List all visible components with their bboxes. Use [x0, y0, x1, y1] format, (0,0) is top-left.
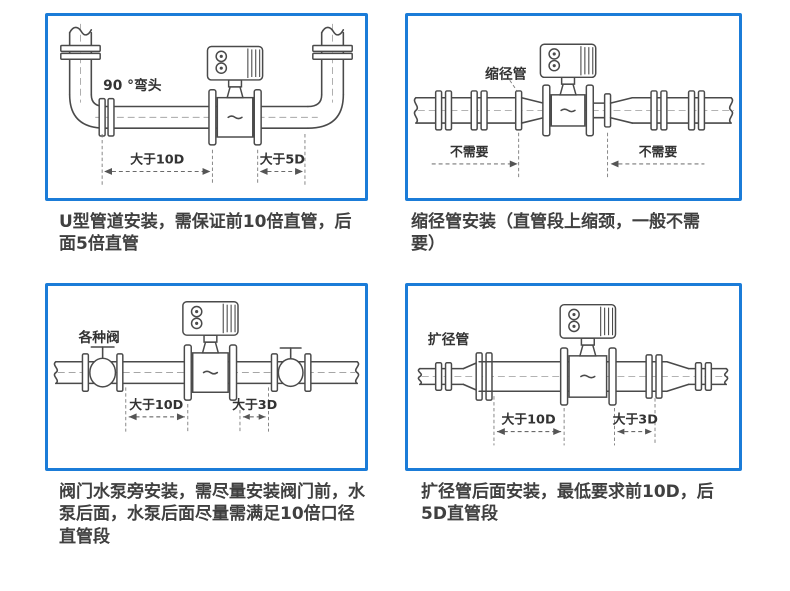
flowmeter-graphic [559, 303, 617, 406]
valve-pump-diagram: 各种阀 大于10D 大于3D [53, 301, 360, 432]
u-pipe-diagram: 90 °弯头 大于10D 大于5D [60, 23, 353, 186]
dimension-annotation-right: 大于3D [613, 398, 658, 446]
flowmeter-graphic [206, 45, 264, 146]
dimension-annotation-right: 不需要 [607, 132, 705, 180]
transmitter-head-graphic [182, 301, 239, 336]
expander-diagram-frame: 扩径管 大于10D 大于3D [405, 283, 742, 471]
dim-label-right: 不需要 [639, 145, 678, 160]
transmitter-head-graphic [206, 45, 264, 81]
panel-u-pipe: 90 °弯头 大于10D 大于5D [45, 13, 368, 256]
panel-reducer: 缩径管 不需要 不需要 缩径管安装（直管段上缩颈，一般不需要） [405, 13, 742, 256]
elbow-label: 90 °弯头 [103, 77, 162, 94]
dimension-annotation-left: 大于10D [125, 387, 189, 432]
dimension-annotation-right: 大于3D [232, 387, 277, 432]
dimension-annotation-left: 大于10D [101, 134, 213, 186]
reducer-diagram: 缩径管 不需要 不需要 [413, 43, 735, 180]
pipe-graphic [60, 23, 353, 137]
expander-diagram: 扩径管 大于10D 大于3D [417, 303, 729, 446]
panel-valve-pump: 各种阀 大于10D 大于3D 阀门水 [45, 283, 368, 548]
valve-label: 各种阀 [78, 329, 120, 346]
caption-u-pipe: U型管道安装，需保证前10倍直管，后面5倍直管 [59, 212, 352, 255]
dim-label-left: 不需要 [450, 145, 489, 160]
panel-expander: 扩径管 大于10D 大于3D 扩径管 [405, 283, 742, 526]
dim-label-10d: 大于10D [501, 412, 555, 428]
reducer-label: 缩径管 [485, 65, 527, 82]
reducer-diagram-frame: 缩径管 不需要 不需要 [405, 13, 742, 201]
transmitter-head-graphic [539, 43, 597, 79]
valve-pump-diagram-frame: 各种阀 大于10D 大于3D [45, 283, 368, 471]
u-pipe-diagram-frame: 90 °弯头 大于10D 大于5D [45, 13, 368, 201]
dimension-annotation-right: 大于5D [257, 134, 306, 186]
transmitter-head-graphic [559, 303, 617, 339]
flowmeter-graphic [539, 43, 597, 137]
dimension-annotation-left: 大于10D [493, 396, 565, 446]
expander-label: 扩径管 [428, 331, 470, 348]
dim-label-5d: 大于5D [260, 152, 305, 168]
valve-graphic-left [89, 346, 117, 388]
caption-valve-pump: 阀门水泵旁安装，需尽量安装阀门前，水泵后面，水泵后面尽量需满足10倍口径直管段 [59, 482, 365, 547]
dim-label-3d: 大于3D [613, 412, 658, 428]
caption-expander: 扩径管后面安装，最低要求前10D，后5D直管段 [421, 482, 714, 525]
dim-label-3d: 大于3D [232, 397, 277, 413]
dim-label-10d: 大于10D [130, 152, 184, 168]
valve-graphic-right [277, 347, 304, 388]
dim-label-10d: 大于10D [129, 397, 183, 413]
dimension-annotation-left: 不需要 [431, 132, 520, 180]
caption-reducer: 缩径管安装（直管段上缩颈，一般不需要） [411, 212, 700, 255]
pipe-graphic [417, 352, 729, 401]
flowmeter-graphic [182, 301, 239, 401]
